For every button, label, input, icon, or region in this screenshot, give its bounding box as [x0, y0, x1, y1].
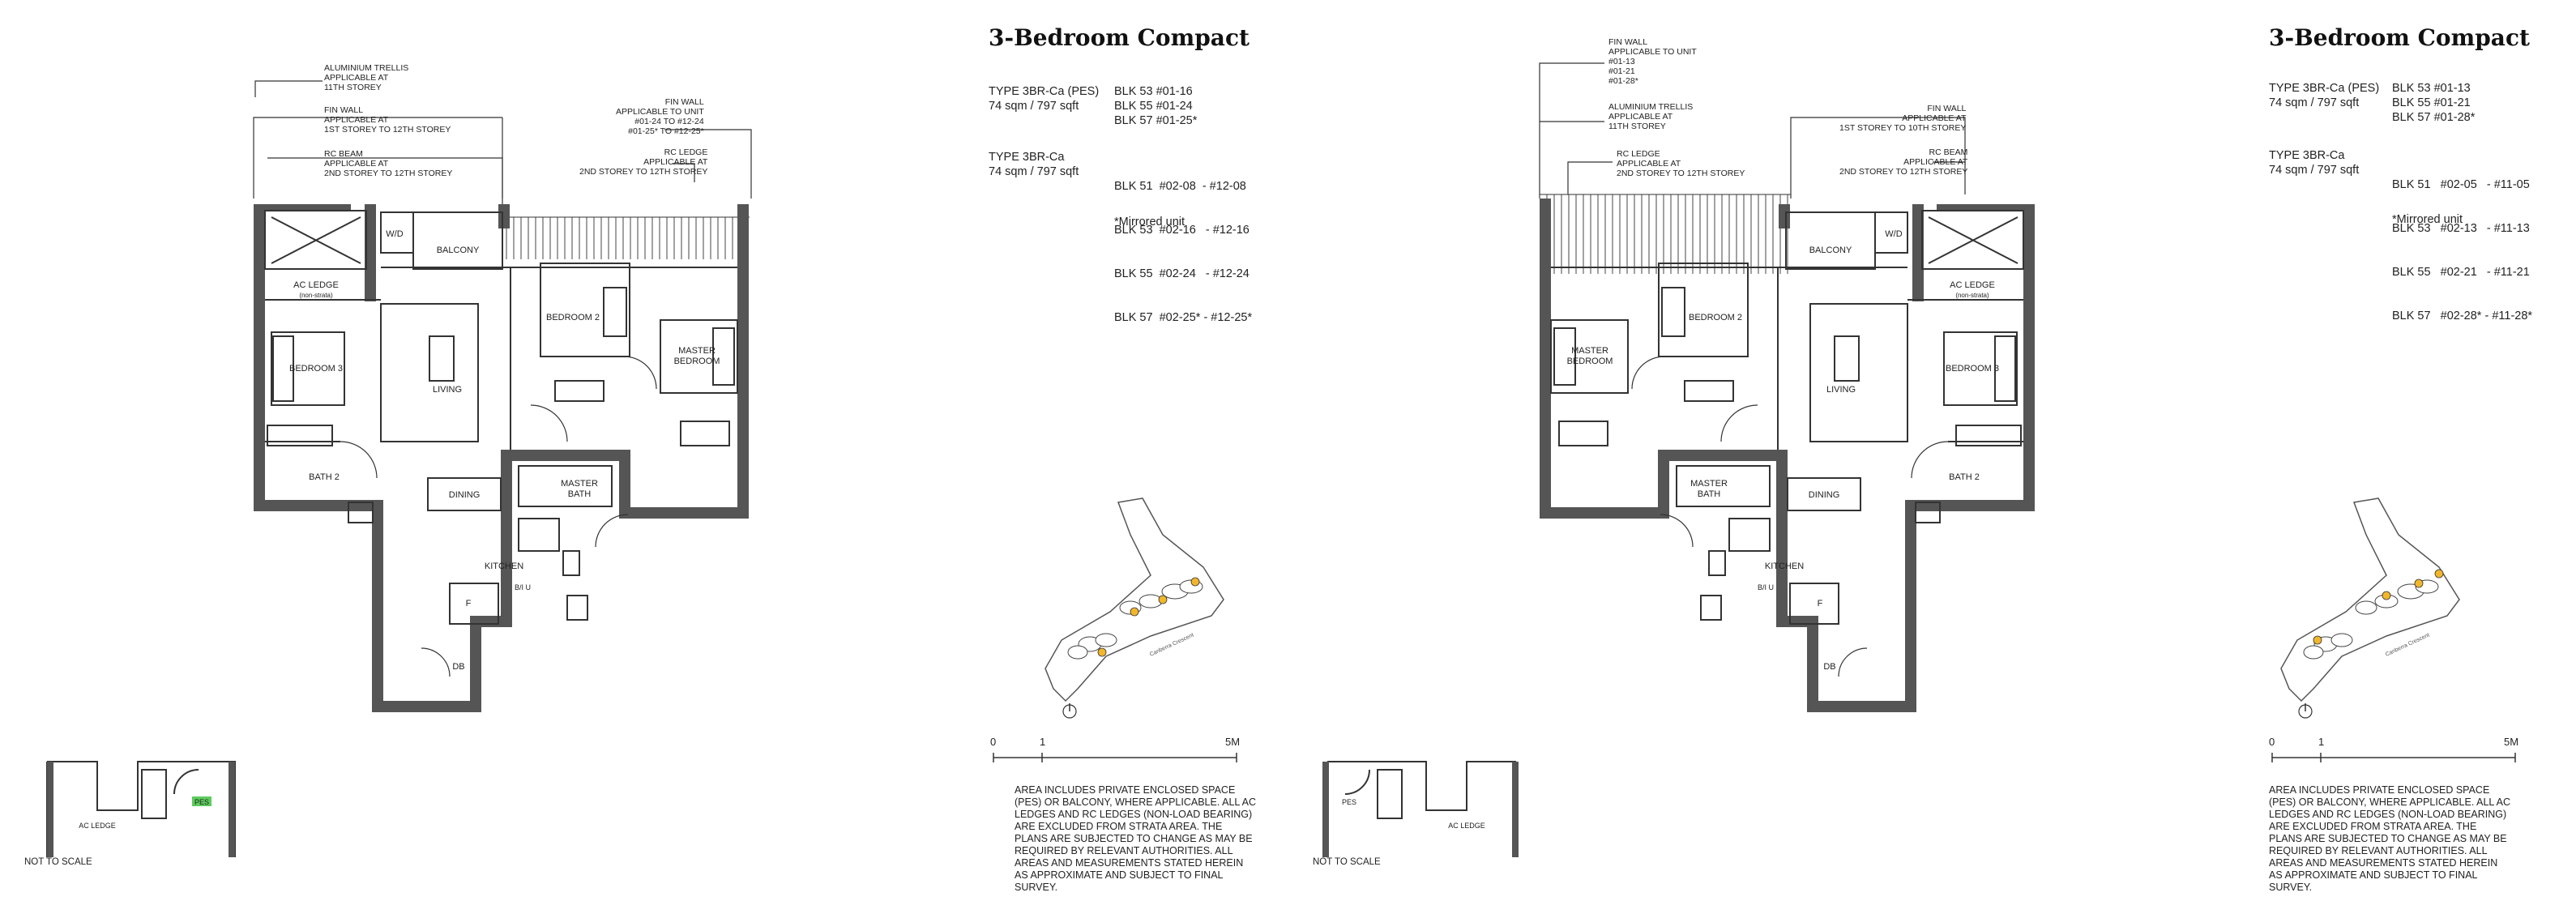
site-road-label-r: Canberra Crescent	[2385, 632, 2431, 657]
type-1-units-r: BLK 53 #01-13 BLK 55 #01-21 BLK 57 #01-2…	[2392, 82, 2476, 124]
bedroom2-label-r: BEDROOM 2	[1689, 313, 1742, 322]
scale-zero-r: 0	[2269, 736, 2275, 748]
db-label-r: DB	[1823, 662, 1835, 672]
scale-zero: 0	[990, 736, 997, 748]
type-2-name-area: TYPE 3BR-Ca 74 sqm / 797 sqft	[989, 151, 1079, 178]
fridge-label-r: F	[1818, 599, 1823, 608]
type-2-name-area-r: TYPE 3BR-Ca 74 sqm / 797 sqft	[2269, 149, 2360, 177]
site-key-plan-r: Canberra Crescent	[2280, 497, 2460, 719]
scale-five-r: 5M	[2504, 736, 2519, 748]
bedroom2-label: BEDROOM 2	[546, 313, 600, 322]
master-bedroom-label-1: MASTER	[678, 346, 716, 356]
scale-one-r: 1	[2318, 736, 2325, 748]
dining-label: DINING	[449, 490, 481, 500]
type-1-name-area-r: TYPE 3BR-Ca (PES) 74 sqm / 797 sqft	[2269, 82, 2380, 109]
inset-pes-label: PES	[194, 798, 209, 806]
balcony-label-r: BALCONY	[1809, 246, 1852, 255]
floor-plan-drawing: W/D BALCONY AC LEDGE (non-strata) BEDROO…	[46, 80, 752, 857]
balcony-label: BALCONY	[437, 246, 480, 255]
key-plan-inset-r	[1326, 761, 1516, 857]
mirrored-unit-note-r: *Mirrored unit	[2392, 213, 2463, 226]
kitchen-label: KITCHEN	[485, 562, 523, 571]
ac-ledge-label: AC LEDGE	[293, 280, 339, 290]
db-label: DB	[452, 662, 464, 672]
non-strata-label-r: (non-strata)	[1955, 292, 1989, 299]
type-2-units: BLK 51 #02-08 - #12-08 BLK 53 #02-16 - #…	[1114, 180, 1253, 324]
unit-title: 3-Bedroom Compact	[989, 24, 1250, 51]
inset-pes-label-r: PES	[1342, 798, 1356, 806]
living-label-r: LIVING	[1826, 385, 1856, 395]
scale-bar-r	[2271, 753, 2516, 762]
wd-label-r: W/D	[1885, 229, 1902, 239]
floor-plan-sheet-left: W/D BALCONY AC LEDGE (non-strata) BEDROO…	[24, 24, 1257, 893]
master-bedroom-label-1-r: MASTER	[1571, 346, 1608, 356]
living-label: LIVING	[433, 385, 462, 395]
not-to-scale-label-r: NOT TO SCALE	[1313, 857, 1381, 867]
inset-ac-ledge: AC LEDGE	[79, 822, 116, 830]
unit-title-r: 3-Bedroom Compact	[2269, 24, 2530, 51]
master-bedroom-label-2-r: BEDROOM	[1567, 357, 1613, 366]
site-road-label: Canberra Crescent	[1149, 632, 1195, 657]
non-strata-label: (non-strata)	[299, 292, 333, 299]
master-bath-label-2: BATH	[568, 489, 592, 499]
bath2-label-r: BATH 2	[1949, 472, 1980, 482]
not-to-scale-label: NOT TO SCALE	[24, 857, 92, 867]
floor-plan-drawing-mirrored: W/D BALCONY AC LEDGE (non-strata) BEDROO…	[1322, 62, 2035, 857]
master-bath-label-1: MASTER	[561, 479, 598, 489]
scale-five: 5M	[1225, 736, 1241, 748]
master-bath-label-2-r: BATH	[1698, 489, 1721, 499]
wd-label: W/D	[386, 229, 403, 239]
biu-label-r: B/I U	[1758, 583, 1774, 591]
disclaimer-note: AREA INCLUDES PRIVATE ENCLOSED SPACE (PE…	[1015, 784, 1257, 893]
mirrored-unit-note: *Mirrored unit	[1114, 216, 1185, 228]
bedroom3-label-r: BEDROOM 3	[1946, 364, 1999, 374]
type-1-name-area: TYPE 3BR-Ca (PES) 74 sqm / 797 sqft	[989, 85, 1100, 113]
site-key-plan: Canberra Crescent	[1044, 497, 1224, 719]
inset-ac-ledge-r: AC LEDGE	[1448, 822, 1485, 830]
floor-plan-sheet-right: W/D BALCONY AC LEDGE (non-strata) BEDROO…	[1288, 0, 2576, 901]
kitchen-label-r: KITCHEN	[1765, 562, 1804, 571]
bath2-label: BATH 2	[309, 472, 340, 482]
ac-ledge-label-r: AC LEDGE	[1950, 280, 1995, 290]
biu-label: B/I U	[515, 583, 531, 591]
type-1-units: BLK 53 #01-16 BLK 55 #01-24 BLK 57 #01-2…	[1114, 85, 1198, 127]
fridge-label: F	[466, 599, 472, 608]
scale-one: 1	[1040, 736, 1046, 748]
master-bedroom-label-2: BEDROOM	[674, 357, 720, 366]
scale-bar	[993, 753, 1237, 762]
dining-label-r: DINING	[1809, 490, 1840, 500]
bedroom3-label: BEDROOM 3	[289, 364, 343, 374]
key-plan-inset	[46, 761, 236, 857]
type-2-units-r: BLK 51 #02-05 - #11-05 BLK 53 #02-13 - #…	[2392, 178, 2533, 322]
master-bath-label-1-r: MASTER	[1690, 479, 1728, 489]
disclaimer-note-r: AREA INCLUDES PRIVATE ENCLOSED SPACE (PE…	[2269, 784, 2511, 893]
